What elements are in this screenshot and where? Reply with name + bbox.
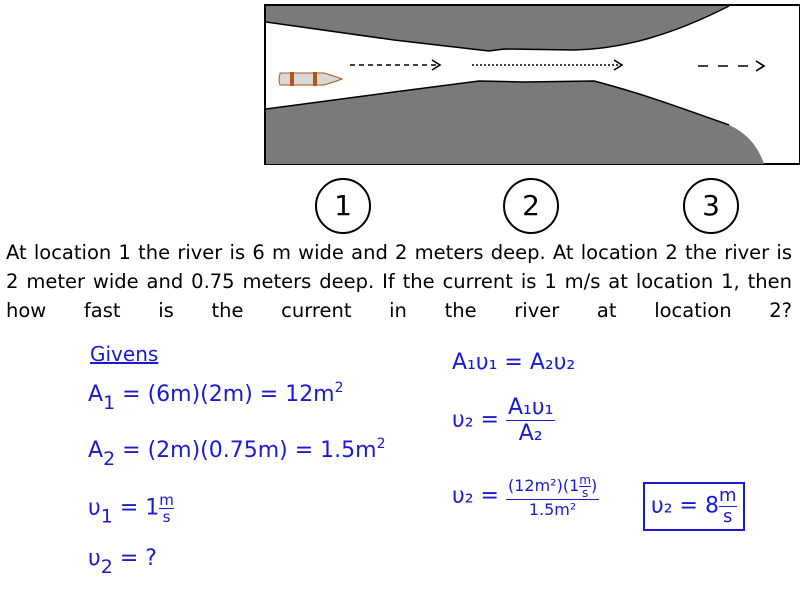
river-diagram xyxy=(264,4,800,165)
given-a2: A2 = (2m)(0.75m) = 1.5m2 xyxy=(88,436,386,470)
boat-icon xyxy=(278,72,344,86)
continuity-equation: A₁υ₁ = A₂υ₂ xyxy=(452,350,576,375)
location-1-marker: 1 xyxy=(315,178,371,234)
bottom-riverbank xyxy=(266,81,764,164)
top-riverbank xyxy=(266,6,729,51)
flow-arrow-2 xyxy=(472,59,624,71)
problem-statement: At location 1 the river is 6 m wide and … xyxy=(6,241,792,322)
givens-heading: Givens xyxy=(90,342,159,366)
location-2-marker: 2 xyxy=(503,178,559,234)
given-v2: υ2 = ? xyxy=(88,546,157,578)
flow-arrow-1 xyxy=(350,59,442,71)
location-3-marker: 3 xyxy=(683,178,739,234)
given-a1: A1 = (6m)(2m) = 12m2 xyxy=(88,380,344,414)
flow-arrow-3 xyxy=(698,60,766,72)
